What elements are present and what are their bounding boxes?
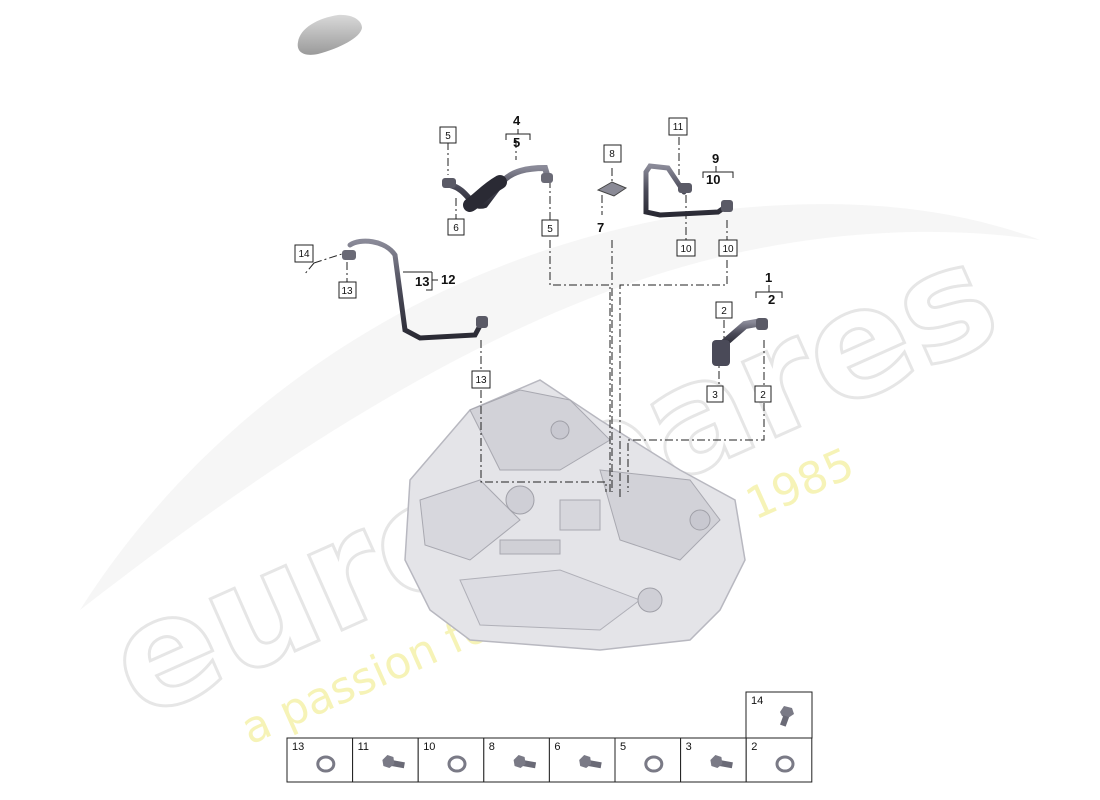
bolt-icon xyxy=(780,706,794,727)
svg-text:10: 10 xyxy=(680,244,692,255)
bolt-icon xyxy=(513,755,537,769)
parts-legend: 14 13 11 10 8 6 5 3 2 xyxy=(286,691,813,783)
legend-cell-5: 5 xyxy=(614,737,682,783)
svg-text:2: 2 xyxy=(760,390,766,401)
box-5b xyxy=(541,219,559,237)
seal-ring-icon xyxy=(644,755,664,773)
oil-pipe-part-9 xyxy=(643,163,733,218)
legend-label-13: 13 xyxy=(292,741,304,753)
legend-label-10: 10 xyxy=(423,741,435,753)
box-2b xyxy=(754,385,772,403)
callout-2: 2 xyxy=(768,292,775,307)
bolt-icon xyxy=(710,755,733,769)
callout-10: 10 xyxy=(706,172,720,187)
svg-text:2: 2 xyxy=(721,306,727,317)
callout-12: 12 xyxy=(441,272,455,287)
bolt-icon xyxy=(579,755,602,769)
seal-ring-icon xyxy=(316,755,336,773)
legend-cell-10: 10 xyxy=(417,737,485,783)
box-14 xyxy=(294,244,314,263)
legend-cell-3: 3 xyxy=(680,737,747,783)
legend-label-3: 3 xyxy=(686,741,692,753)
engine-block-illustration xyxy=(404,379,746,651)
svg-text:13: 13 xyxy=(341,286,353,297)
callout-5: 5 xyxy=(513,135,520,150)
callout-numbers: 4 5 7 9 10 1 2 13 12 xyxy=(415,113,775,307)
legend-label-2: 2 xyxy=(751,741,757,753)
legend-cell-8: 8 xyxy=(483,737,550,783)
svg-text:13: 13 xyxy=(475,375,487,386)
svg-text:6: 6 xyxy=(453,223,459,234)
callout-9: 9 xyxy=(712,151,719,166)
svg-text:11: 11 xyxy=(673,122,684,133)
svg-text:5: 5 xyxy=(547,224,553,235)
legend-label-8: 8 xyxy=(489,741,495,753)
svg-text:8: 8 xyxy=(609,149,615,160)
boxed-callout-labels: 5 6 5 8 11 10 10 14 13 13 2 3 2 xyxy=(298,122,766,401)
legend-label-6: 6 xyxy=(554,741,560,753)
oil-pipe-part-12 xyxy=(342,238,488,341)
legend-label-14: 14 xyxy=(751,695,763,707)
oil-pipe-part-4 xyxy=(442,164,553,212)
box-13a xyxy=(338,281,357,299)
box-10b xyxy=(718,239,738,257)
callout-7: 7 xyxy=(597,220,604,235)
bolt-icon xyxy=(382,755,405,769)
box-10a xyxy=(676,239,696,257)
box-8 xyxy=(603,144,622,163)
box-3 xyxy=(706,385,724,403)
callout-13: 13 xyxy=(415,274,429,289)
callout-4: 4 xyxy=(513,113,521,128)
box-2a xyxy=(715,301,733,319)
legend-label-11: 11 xyxy=(358,741,369,753)
svg-text:5: 5 xyxy=(445,131,451,142)
box-6 xyxy=(447,218,465,236)
legend-cell-11: 11 xyxy=(352,737,419,783)
svg-text:14: 14 xyxy=(298,249,310,260)
box-13b xyxy=(471,370,491,389)
callout-1: 1 xyxy=(765,270,772,285)
callout-brackets xyxy=(403,129,783,298)
seal-ring-icon xyxy=(447,755,467,773)
box-11 xyxy=(668,117,688,136)
svg-text:10: 10 xyxy=(722,244,734,255)
oil-line-part-1 xyxy=(712,318,768,366)
car-icon xyxy=(297,14,362,55)
seal-ring-icon xyxy=(775,755,795,773)
legend-cell-2: 2 xyxy=(745,737,813,783)
svg-text:3: 3 xyxy=(712,390,718,401)
legend-cell-13: 13 xyxy=(286,737,354,783)
legend-cell-6: 6 xyxy=(548,737,616,783)
box-5a xyxy=(439,126,457,144)
boxed-callouts xyxy=(294,117,772,403)
legend-label-5: 5 xyxy=(620,741,626,753)
bracket-part-7 xyxy=(596,181,628,197)
leader-lines xyxy=(303,137,765,498)
